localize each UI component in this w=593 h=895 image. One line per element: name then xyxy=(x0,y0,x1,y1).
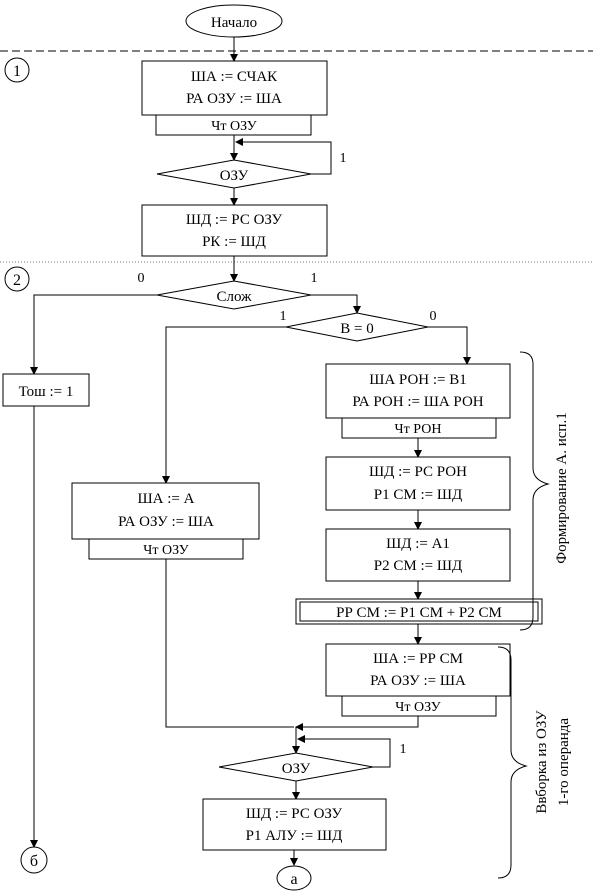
addr-read-label: Чт ОЗУ xyxy=(395,700,440,715)
ron-process xyxy=(325,363,511,419)
addr-line2: РА ОЗУ := ША xyxy=(370,673,466,689)
sm1-line1: ШД := РС РОН xyxy=(369,464,467,480)
formation-brace xyxy=(519,351,550,631)
add-decision-label: Слож xyxy=(217,289,253,305)
b-zero-yes-label: 1 xyxy=(280,309,287,324)
formation-brace-label: Формирование А. исп.1 xyxy=(554,412,570,563)
section-1-number: 1 xyxy=(13,63,21,80)
flow-b-no-to-ron xyxy=(428,326,471,365)
sum-process-inner xyxy=(299,601,539,622)
start-label: Начало xyxy=(211,15,257,31)
fetch-brace-label-1: Ввборка из ОЗУ xyxy=(534,710,550,814)
flow-add-no-to-tosh xyxy=(30,294,157,375)
sm2-line1: ШД := А1 xyxy=(386,536,450,552)
connector-a-label: а xyxy=(290,871,297,888)
wait2-decision xyxy=(218,752,374,782)
flow-left-merge xyxy=(165,559,294,728)
sm1-line2: Р1 СМ := ШД xyxy=(374,487,462,503)
block1-process xyxy=(141,60,328,116)
tosh-label: Тош := 1 xyxy=(19,384,74,400)
left-line2: РА ОЗУ := ША xyxy=(118,514,214,530)
addr-line1: ША := РР СМ xyxy=(373,651,463,667)
final-process xyxy=(202,798,387,851)
addr-process xyxy=(325,643,511,697)
connector-b-label: б xyxy=(30,853,38,870)
section-2-number: 2 xyxy=(13,272,21,289)
wait2-label: ОЗУ xyxy=(282,761,311,777)
block2-line1: ШД := РС ОЗУ xyxy=(186,212,283,228)
block1-line1: ША := СЧАК xyxy=(191,69,278,85)
ron-read-label: Чт РОН xyxy=(395,422,442,437)
add-branch-no-label: 0 xyxy=(138,271,145,286)
block2-line2: РК := ШД xyxy=(202,234,266,250)
sum-process xyxy=(295,598,543,625)
tosh-process xyxy=(2,373,90,407)
flow-addr-merge xyxy=(295,716,419,731)
flow-add-yes-to-b xyxy=(311,294,361,314)
left-line1: ША := А xyxy=(138,491,195,507)
add-branch-yes-label: 1 xyxy=(311,271,318,286)
left-read-label: Чт ОЗУ xyxy=(143,543,188,558)
sum-label: РР СМ := Р1 СМ + Р2 СМ xyxy=(336,605,502,621)
ron-line1: ША РОН := В1 xyxy=(369,372,467,388)
final-line2: Р1 АЛУ := ШД xyxy=(246,828,343,844)
block1-line2: РА ОЗУ := ША xyxy=(186,91,282,107)
sm2-process xyxy=(325,528,511,582)
wait2-loop-back xyxy=(297,735,391,768)
flow-b-yes-to-left xyxy=(162,326,286,484)
connector-b xyxy=(20,846,48,874)
connector-a xyxy=(276,865,312,891)
wait1-loop-back xyxy=(235,138,332,175)
fetch-brace-label-2: 1-го операнда xyxy=(556,718,572,807)
b-zero-no-label: 0 xyxy=(430,309,437,324)
ron-line2: РА РОН := ША РОН xyxy=(352,394,483,410)
wait1-label: ОЗУ xyxy=(220,168,249,184)
addr-read-signal xyxy=(341,695,497,717)
ron-read-signal xyxy=(341,417,497,439)
wait2-loop-label: 1 xyxy=(400,742,407,757)
section-2-marker xyxy=(4,266,30,292)
block2-process xyxy=(141,204,328,257)
sm1-process xyxy=(325,456,511,511)
sm2-line2: Р2 СМ := ШД xyxy=(374,558,462,574)
fetch-brace xyxy=(497,646,528,879)
final-line1: ШД := РС ОЗУ xyxy=(246,806,343,822)
block1-read-label: Чт ОЗУ xyxy=(211,119,256,134)
b-zero-label: В = 0 xyxy=(340,321,373,337)
section-1-marker xyxy=(4,57,30,83)
wait1-loop-label: 1 xyxy=(340,151,347,166)
